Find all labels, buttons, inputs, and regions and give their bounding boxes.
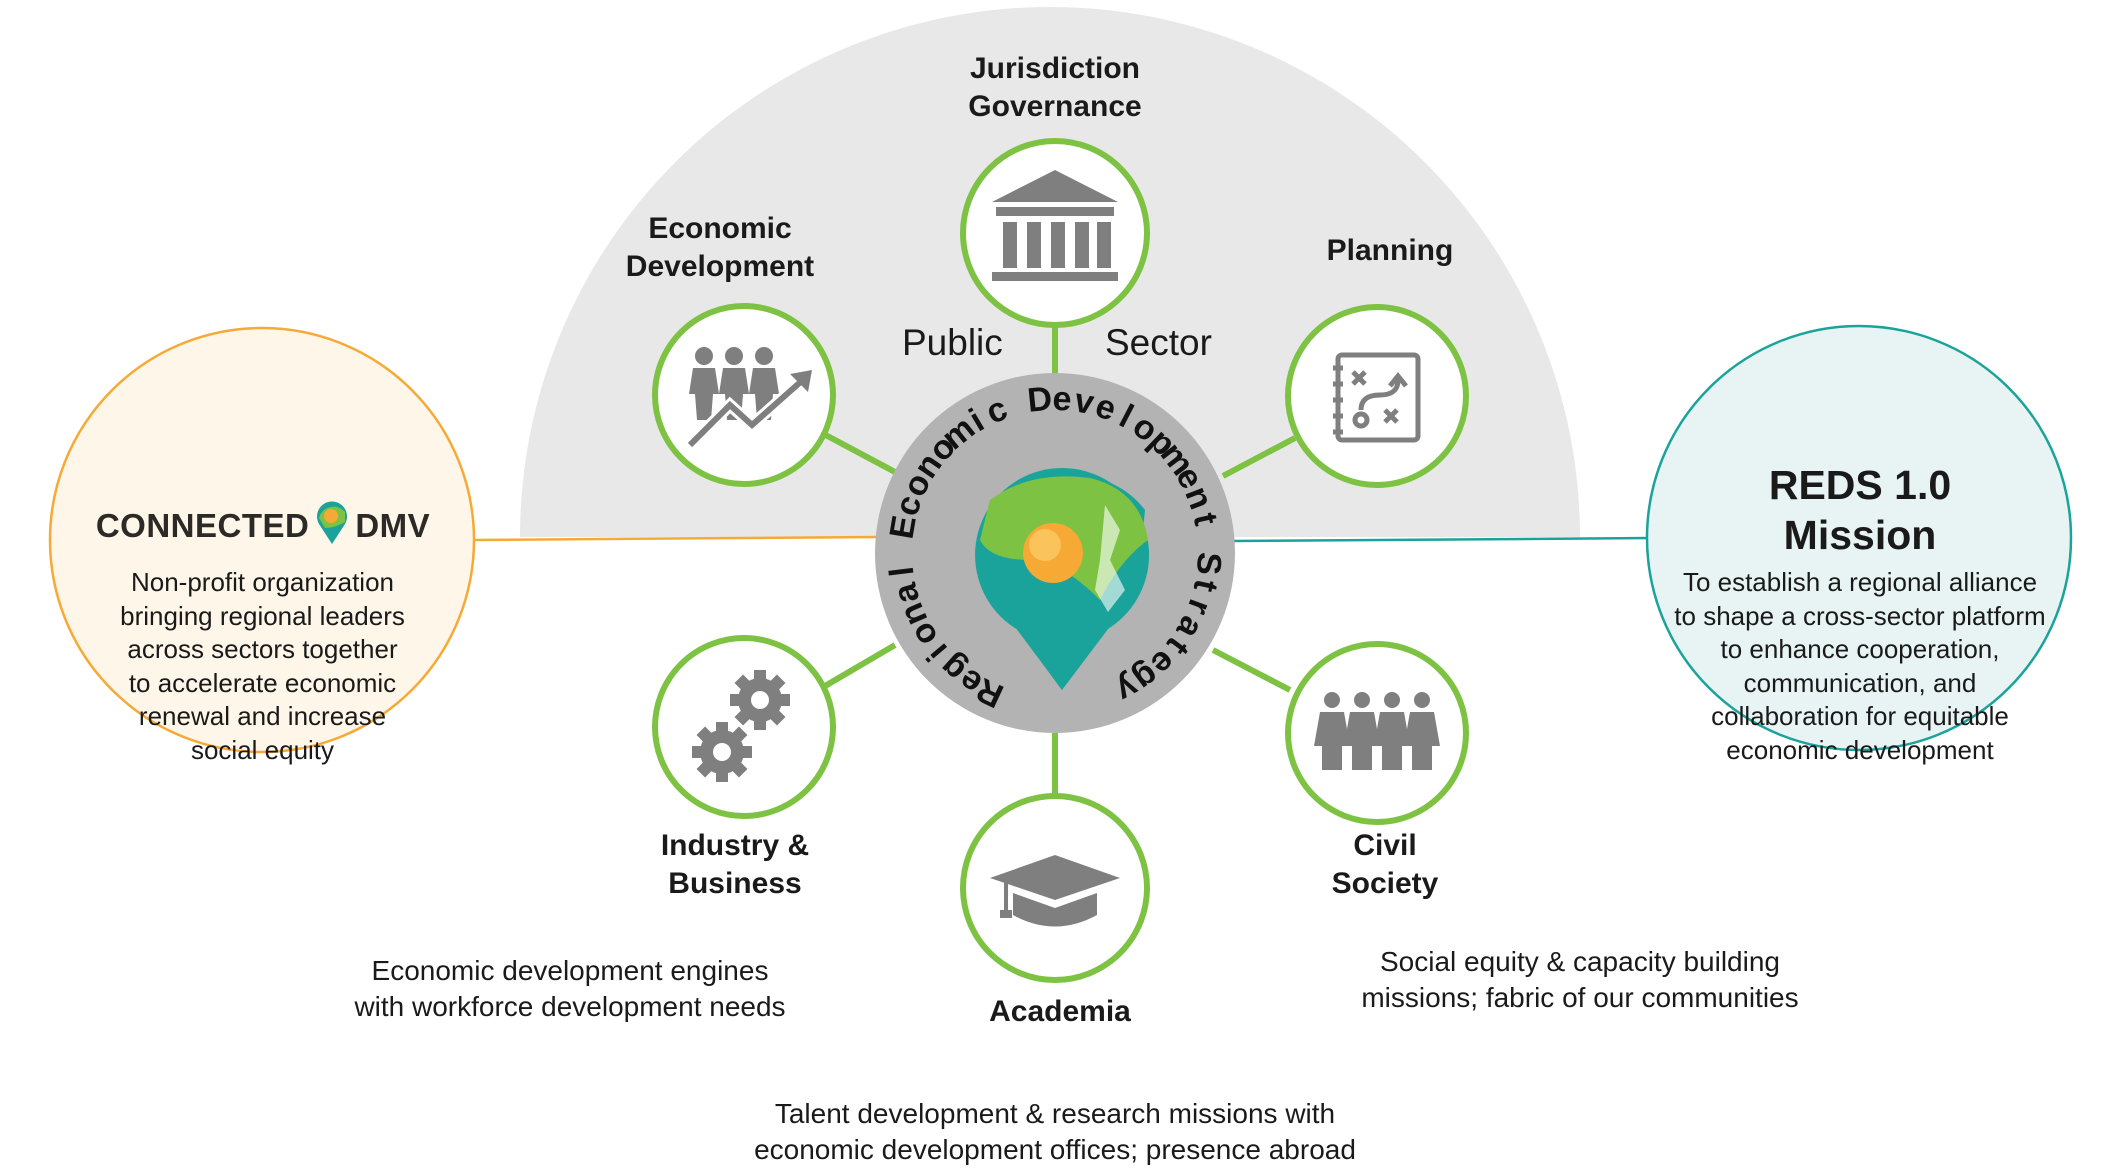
text-line: economic development: [1726, 734, 1994, 765]
desc-line: economic development offices; presence a…: [754, 1134, 1356, 1165]
label-line: Industry &: [660, 829, 810, 862]
connector-right: [1231, 536, 1661, 543]
text-line: to accelerate economic: [128, 667, 397, 698]
gear-tooth: [734, 708, 752, 726]
logo-pin-icon: [315, 498, 349, 554]
node-economic-dev-circle: [652, 303, 836, 487]
gear-tooth: [730, 694, 742, 706]
gear-tooth: [754, 718, 766, 730]
label-industry: Industry & Business: [620, 827, 850, 903]
label-academia: Academia: [989, 995, 1131, 1028]
reds-mission-circle: [1645, 324, 2073, 752]
graduation-cap-icon: [990, 855, 1120, 927]
text-line: To establish a regional alliance: [1682, 567, 2038, 597]
connected-dmv-circle: [48, 326, 476, 754]
node-industry-circle: [652, 635, 836, 819]
label-line: Business: [668, 867, 802, 900]
desc-line: Social equity & capacity building: [1379, 946, 1780, 977]
text-line: to enhance cooperation,: [1720, 634, 2000, 664]
text-line: social equity: [190, 734, 335, 765]
label-line: Economic: [648, 212, 792, 245]
logo-text-right: DMV: [355, 507, 431, 544]
reds-mission-title: REDS 1.0 Mission: [1700, 460, 2020, 560]
spoke-civil-society: [1211, 647, 1292, 693]
connected-dmv-description: Non-profit organization bringing regiona…: [90, 566, 435, 767]
region-map-pin-icon: [975, 468, 1150, 690]
spoke-industry: [823, 642, 897, 689]
spoke-planning: [1221, 435, 1297, 479]
label-planning: Planning: [1326, 234, 1454, 267]
gear-tooth: [734, 674, 752, 692]
text-line: to shape a cross-sector platform: [1674, 600, 2046, 631]
desc-line: Talent development & research missions w…: [774, 1098, 1336, 1129]
text-line: renewal and increase: [138, 701, 387, 731]
label-line: Jurisdiction: [969, 52, 1141, 85]
text-line: collaboration for equitable: [1711, 701, 2009, 731]
reds-mission-description: To establish a regional alliance to shap…: [1650, 566, 2070, 767]
center-title-char: l: [883, 565, 922, 579]
text-line: bringing regional leaders: [120, 600, 405, 631]
center-title-char: S: [1189, 551, 1228, 576]
desc-line: Economic development engines: [371, 955, 769, 986]
label-economic-dev: Economic Development: [600, 210, 840, 286]
desc-academia: Talent development & research missions w…: [700, 1096, 1410, 1168]
gear-tooth: [768, 708, 786, 726]
desc-civil-society: Social equity & capacity building missio…: [1290, 944, 1870, 1016]
connected-dmv-logo: CONNECTED DMV: [95, 498, 431, 554]
strategy-plan-icon: [1333, 352, 1421, 443]
community-people-icon: [1314, 692, 1440, 770]
center-title-char: D: [1026, 380, 1054, 420]
text-line: Non-profit organization: [130, 567, 395, 597]
label-line: Development: [625, 250, 815, 283]
desc-industry: Economic development engines with workfo…: [300, 953, 840, 1025]
spoke-economic-dev: [818, 429, 897, 475]
connector-left: [473, 535, 881, 542]
government-building-icon: [992, 170, 1118, 281]
public-word: Public: [902, 322, 1003, 363]
sector-word: Sector: [1105, 322, 1212, 363]
label-line: Governance: [968, 90, 1142, 123]
gears-icon: [692, 670, 790, 782]
gear-tooth: [768, 674, 786, 692]
text-line: across sectors together: [127, 634, 398, 664]
label-line: Civil: [1353, 829, 1417, 862]
center-title-char: e: [1052, 380, 1073, 419]
title-line: Mission: [1783, 512, 1937, 558]
desc-line: missions; fabric of our communities: [1361, 982, 1799, 1013]
label-civil-society: Civil Society: [1290, 827, 1480, 903]
label-line: Society: [1331, 867, 1439, 900]
gear-tooth: [754, 670, 766, 682]
label-jurisdiction: Jurisdiction Governance: [920, 50, 1190, 126]
gear-tooth: [778, 694, 790, 706]
title-line: REDS 1.0: [1768, 462, 1952, 508]
people-growth-chart-icon: [685, 347, 812, 450]
text-line: communication, and: [1743, 667, 1977, 698]
desc-line: with workforce development needs: [354, 991, 786, 1022]
logo-text-left: CONNECTED: [95, 507, 310, 544]
